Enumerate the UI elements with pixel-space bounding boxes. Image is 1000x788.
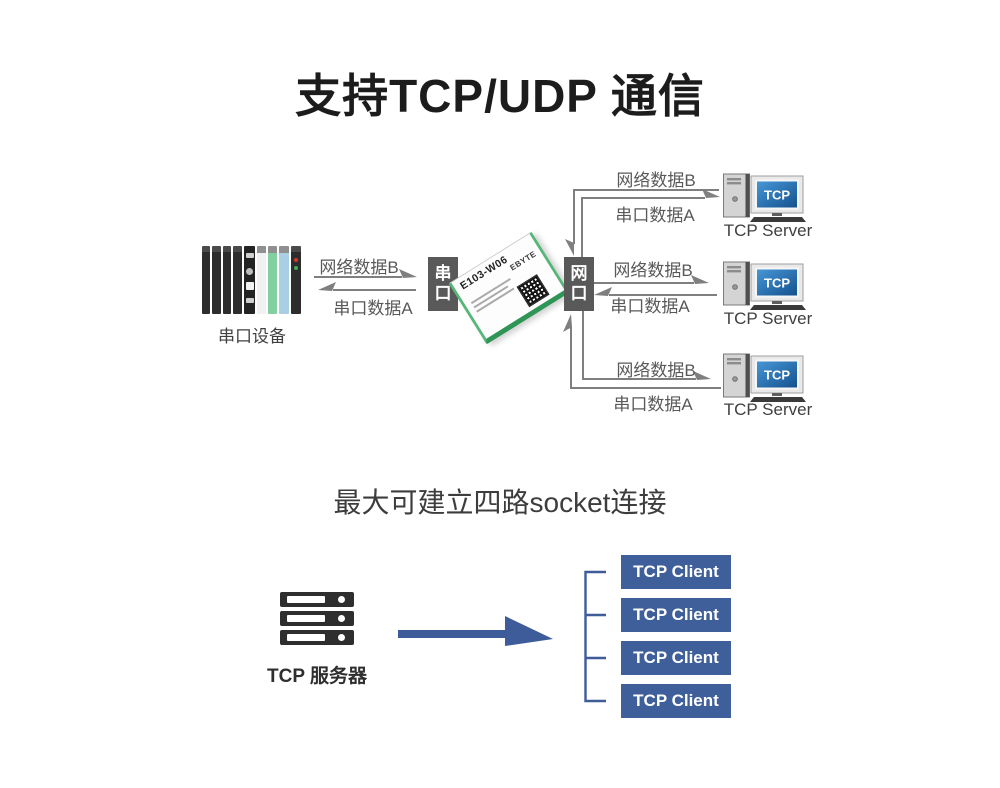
flow-label-serial-data: 串口数据A — [610, 297, 690, 316]
serial-device-icon — [202, 246, 301, 314]
rack-unit — [280, 592, 354, 607]
tcp-server-rack-label: TCP 服务器 — [267, 666, 367, 687]
led-red — [293, 258, 298, 262]
net-port-box: 网口 — [564, 257, 594, 311]
rack-unit — [280, 611, 354, 626]
module-brand-logo: EBYTE — [508, 249, 538, 273]
tcp-client-box: TCP Client — [621, 684, 731, 718]
plc-slat — [212, 246, 221, 314]
plc-slat — [267, 246, 278, 314]
tcp-server-label: TCP Server — [723, 400, 813, 419]
tcp-server-label: TCP Server — [723, 309, 813, 328]
led-green — [293, 266, 298, 270]
rack-slot — [287, 596, 325, 603]
connector-port — [245, 268, 253, 275]
tcp-server-label: TCP Server — [723, 221, 813, 240]
rack-dot — [338, 596, 345, 603]
bracket — [584, 570, 606, 703]
plc-slat — [257, 246, 266, 314]
tcp-server-rack-icon — [280, 592, 354, 649]
flow-label-network-data: 网络数据B — [616, 361, 696, 380]
qr-code — [516, 274, 550, 308]
tcp-client-label: TCP Client — [633, 691, 719, 710]
tcp-client-box: TCP Client — [621, 598, 731, 632]
rack-unit — [280, 630, 354, 645]
connector-port — [245, 253, 254, 258]
tcp-client-box: TCP Client — [621, 641, 731, 675]
server-screen-label: TCP — [764, 276, 790, 291]
section-subtitle: 最大可建立四路socket连接 — [333, 487, 667, 518]
tcp-client-label: TCP Client — [633, 562, 719, 581]
arrowheads — [318, 189, 720, 380]
tcp-client-label: TCP Client — [633, 605, 719, 624]
tcp-client-label: TCP Client — [633, 648, 719, 667]
tcp-server-icon: TCP — [723, 261, 806, 310]
client-bracket-and-arrow — [398, 570, 606, 703]
plc-slat — [233, 246, 242, 314]
flow-label-network-data: 网络数据B — [616, 171, 696, 190]
flow-label-serial-data: 串口数据A — [615, 206, 695, 225]
page-title: 支持TCP/UDP 通信 — [295, 70, 705, 122]
connector-lines — [314, 189, 721, 389]
plc-slat — [202, 246, 211, 314]
tcp-server-icon: TCP — [723, 353, 806, 402]
plc-led-slat — [290, 246, 301, 314]
rack-dot — [338, 634, 345, 641]
flow-label-serial-data: 串口数据A — [613, 395, 693, 414]
connector-port — [245, 282, 254, 290]
rack-dot — [338, 615, 345, 622]
flow-label-network-data: 网络数据B — [613, 261, 693, 280]
arrow-head — [505, 616, 553, 646]
tcp-client-box: TCP Client — [621, 555, 731, 589]
serial-device-label: 串口设备 — [218, 327, 286, 346]
net-port-box-label: 网口 — [570, 264, 588, 303]
rack-slot — [287, 615, 325, 622]
server-screen-label: TCP — [764, 368, 790, 383]
flow-label-network-data: 网络数据B — [319, 258, 399, 277]
connector-port — [245, 298, 254, 303]
flow-label-serial-data: 串口数据A — [333, 299, 413, 318]
server-screen-label: TCP — [764, 188, 790, 203]
plc-port-slat — [243, 246, 256, 314]
tcp-server-icon: TCP — [723, 173, 806, 222]
plc-slat — [279, 246, 289, 314]
rack-slot — [287, 634, 325, 641]
arrow-shaft — [398, 630, 505, 638]
plc-slat — [222, 246, 232, 314]
serial-port-box-label: 串口 — [434, 264, 452, 303]
